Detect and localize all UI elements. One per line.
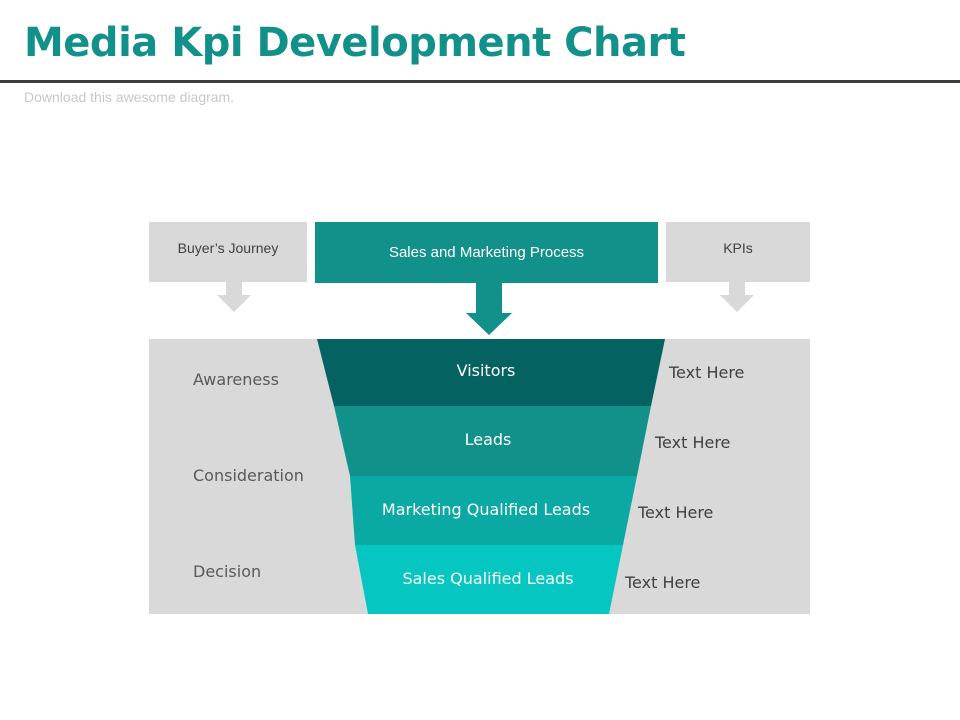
kpis-header: KPIs (666, 222, 810, 282)
funnel-label-visitors: Visitors (456, 361, 516, 380)
title-divider (0, 80, 960, 83)
kpis-down-arrow (720, 282, 754, 312)
stage-decision: Decision (193, 562, 262, 581)
stage-consideration: Consideration (193, 466, 304, 485)
stage-awareness: Awareness (193, 370, 279, 389)
buyers-journey-down-arrow (217, 282, 251, 312)
buyers-journey-header: Buyer’s Journey (149, 222, 307, 282)
kpi-text-3: Text Here (638, 503, 714, 522)
funnel-layer-visitors (317, 339, 665, 406)
sales-marketing-process-header: Sales and Marketing Process (315, 222, 658, 283)
page-title: Media Kpi Development Chart (24, 20, 686, 66)
funnel-label-leads: Leads (464, 430, 512, 449)
kpi-text-1: Text Here (669, 363, 745, 382)
funnel-layer-marketing-qualified-leads (350, 476, 637, 545)
funnel-label-sales-qualified-leads: Sales Qualified Leads (402, 569, 574, 588)
kpi-text-4: Text Here (625, 573, 701, 592)
funnel-layer-sales-qualified-leads (355, 545, 623, 614)
kpi-text-2: Text Here (655, 433, 731, 452)
funnel-label-marketing-qualified-leads: Marketing Qualified Leads (381, 500, 591, 519)
process-down-arrow (466, 283, 512, 335)
funnel-layer-leads (334, 406, 651, 476)
page-subtitle: Download this awesome diagram. (24, 89, 235, 105)
